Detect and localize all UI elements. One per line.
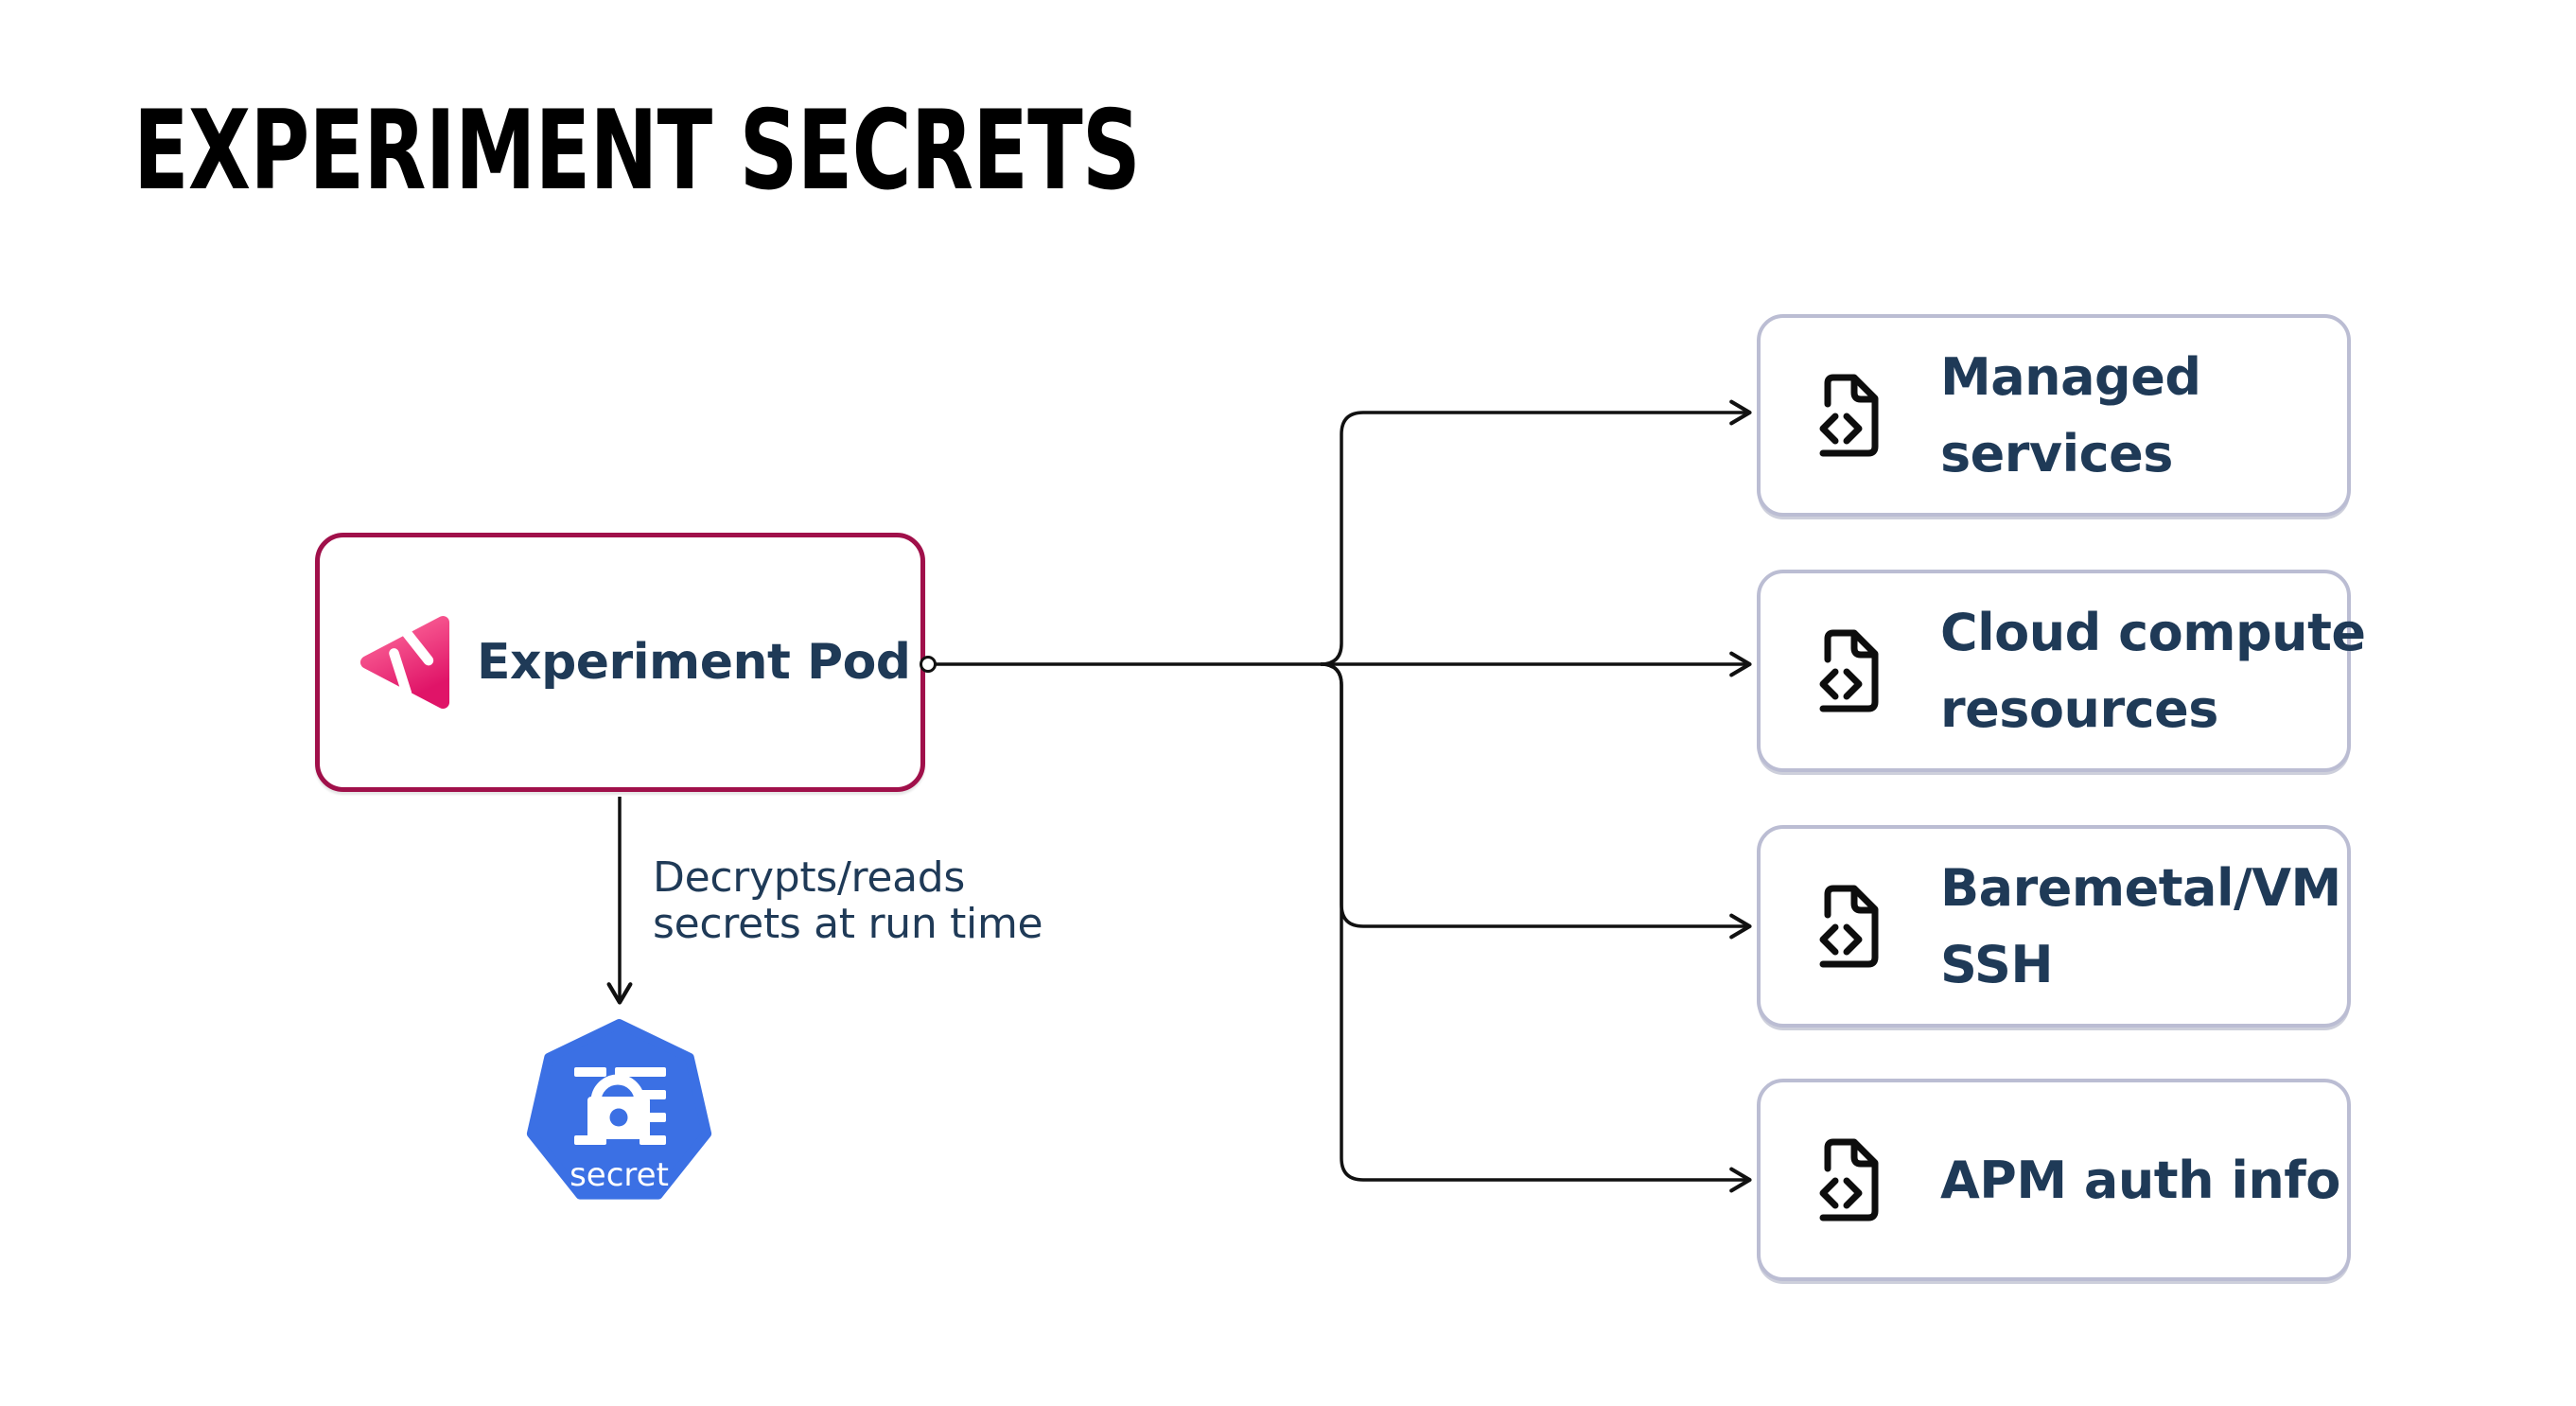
target-label: Managed services bbox=[1940, 347, 2201, 483]
target-label: Cloud compute resources bbox=[1940, 603, 2366, 739]
target-node-managed-services: Managed services bbox=[1757, 314, 2351, 517]
arrow-to-apm-auth-info bbox=[1320, 662, 1752, 1193]
target-node-cloud-compute: Cloud compute resources bbox=[1757, 570, 2366, 772]
target-node-baremetal-vm-ssh: Baremetal/VM SSH bbox=[1757, 825, 2351, 1028]
file-code-icon bbox=[1819, 374, 1879, 457]
file-code-icon bbox=[1819, 885, 1879, 968]
arrow-to-baremetal-vm-ssh bbox=[1320, 662, 1752, 940]
kubernetes-secret-icon: secret bbox=[526, 1019, 712, 1200]
target-label: Baremetal/VM SSH bbox=[1940, 858, 2341, 994]
experiment-pod-label: Experiment Pod bbox=[477, 634, 911, 691]
target-node-apm-auth-info: APM auth info bbox=[1757, 1079, 2351, 1281]
arrow-to-managed-services bbox=[1320, 399, 1752, 666]
file-code-icon bbox=[1819, 629, 1879, 712]
litmus-chaos-icon bbox=[359, 616, 450, 709]
file-code-icon bbox=[1819, 1138, 1879, 1221]
experiment-pod-node: Experiment Pod bbox=[315, 533, 925, 792]
page-title: EXPERIMENT SECRETS bbox=[133, 87, 1141, 215]
target-label: APM auth info bbox=[1940, 1150, 2340, 1210]
decrypt-note-label: Decrypts/reads secrets at run time bbox=[653, 853, 1043, 949]
secret-label: secret bbox=[570, 1156, 669, 1194]
